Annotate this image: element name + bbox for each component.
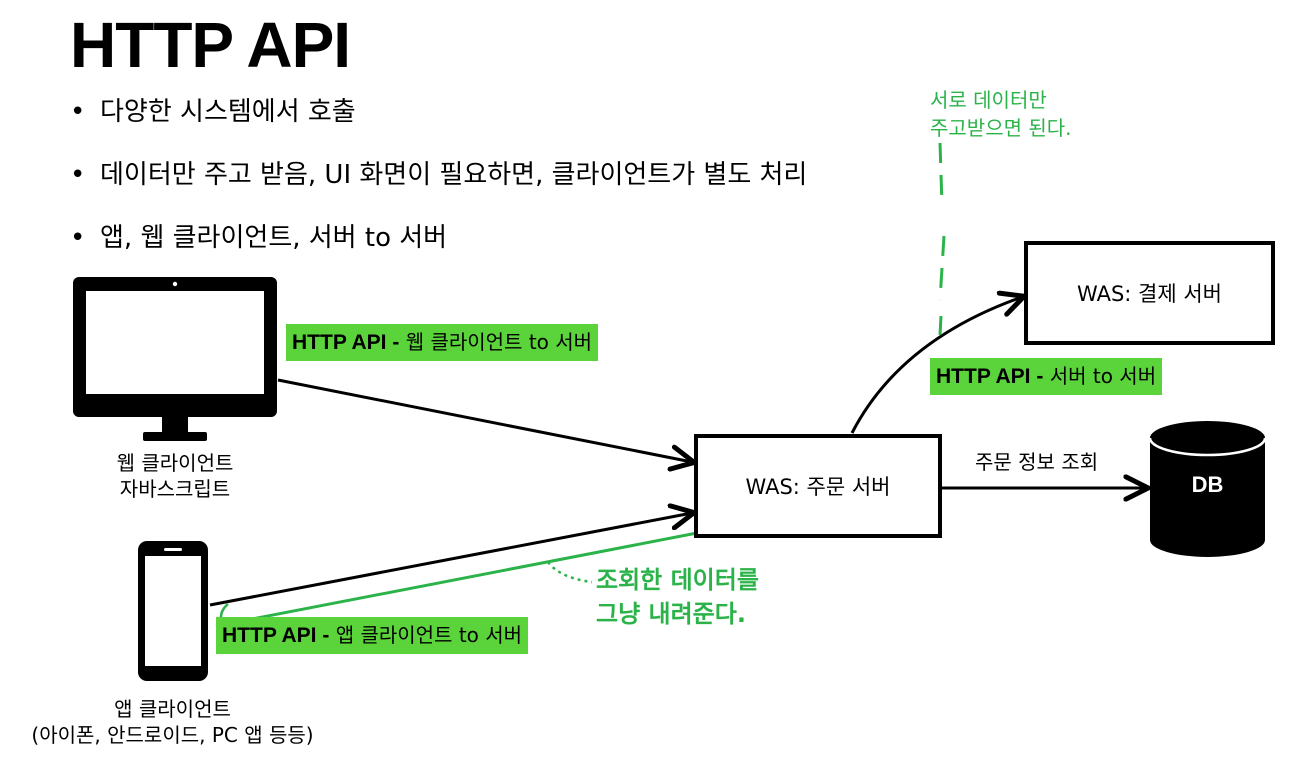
response-note-line: 그냥 내려준다.: [596, 600, 746, 628]
order-server-label: WAS: 주문 서버: [745, 475, 891, 499]
server-api-label-text: 서버 to 서버: [1043, 364, 1157, 388]
web-client-name: 웹 클라이언트: [116, 451, 234, 475]
db-label: DB: [1191, 472, 1224, 497]
app-api-label-text: 앱 클라이언트 to 서버: [329, 623, 523, 647]
app-to-order-arrow: [209, 513, 692, 607]
data-exchange-note: 서로 데이터만 주고받으면 된다.: [930, 86, 1072, 142]
monitor-icon: [73, 277, 277, 441]
web-to-order-arrow: [277, 378, 692, 462]
server-api-label: HTTP API - 서버 to 서버: [930, 358, 1163, 395]
app-client-name: 앱 클라이언트: [114, 697, 231, 721]
app-api-label-bold: HTTP API -: [222, 624, 330, 647]
payment-server-box: WAS: 결제 서버: [1024, 241, 1275, 345]
web-api-label: HTTP API - 웹 클라이언트 to 서버: [286, 324, 599, 361]
app-client-label: 앱 클라이언트 (아이폰, 안드로이드, PC 앱 등등): [0, 696, 345, 748]
app-client-types: (아이폰, 안드로이드, PC 앱 등등): [31, 723, 314, 747]
order-to-payment-arrow: [850, 297, 1022, 434]
db-icon: [1148, 421, 1267, 557]
phone-icon: [138, 541, 208, 681]
data-exchange-note-line: 주고받으면 된다.: [930, 116, 1072, 140]
order-server-box: WAS: 주문 서버: [694, 434, 942, 538]
bullet-item: 데이터만 주고 받음, UI 화면이 필요하면, 클라이언트가 별도 처리: [70, 159, 807, 191]
response-note: 조회한 데이터를 그냥 내려준다.: [596, 563, 759, 631]
response-note-line: 조회한 데이터를: [596, 566, 759, 594]
bullet-item: 앱, 웹 클라이언트, 서버 to 서버: [70, 222, 807, 254]
web-api-label-bold: HTTP API -: [292, 331, 400, 354]
note-divider: [938, 142, 946, 336]
app-api-label: HTTP API - 앱 클라이언트 to 서버: [216, 617, 529, 654]
web-client-label: 웹 클라이언트 자바스크립트: [80, 450, 270, 502]
db-query-label: 주문 정보 조회: [975, 450, 1099, 474]
server-api-label-bold: HTTP API -: [936, 365, 1044, 388]
bullet-item: 다양한 시스템에서 호출: [70, 96, 807, 128]
bullet-list: 다양한 시스템에서 호출 데이터만 주고 받음, UI 화면이 필요하면, 클라…: [70, 96, 807, 285]
web-client-tech: 자바스크립트: [119, 477, 231, 501]
web-api-label-text: 웹 클라이언트 to 서버: [399, 330, 593, 354]
payment-server-label: WAS: 결제 서버: [1076, 282, 1223, 306]
note-pointer: [547, 561, 593, 584]
data-exchange-note-line: 서로 데이터만: [930, 88, 1047, 112]
page-title: HTTP API: [70, 9, 351, 81]
response-line: [215, 531, 698, 628]
